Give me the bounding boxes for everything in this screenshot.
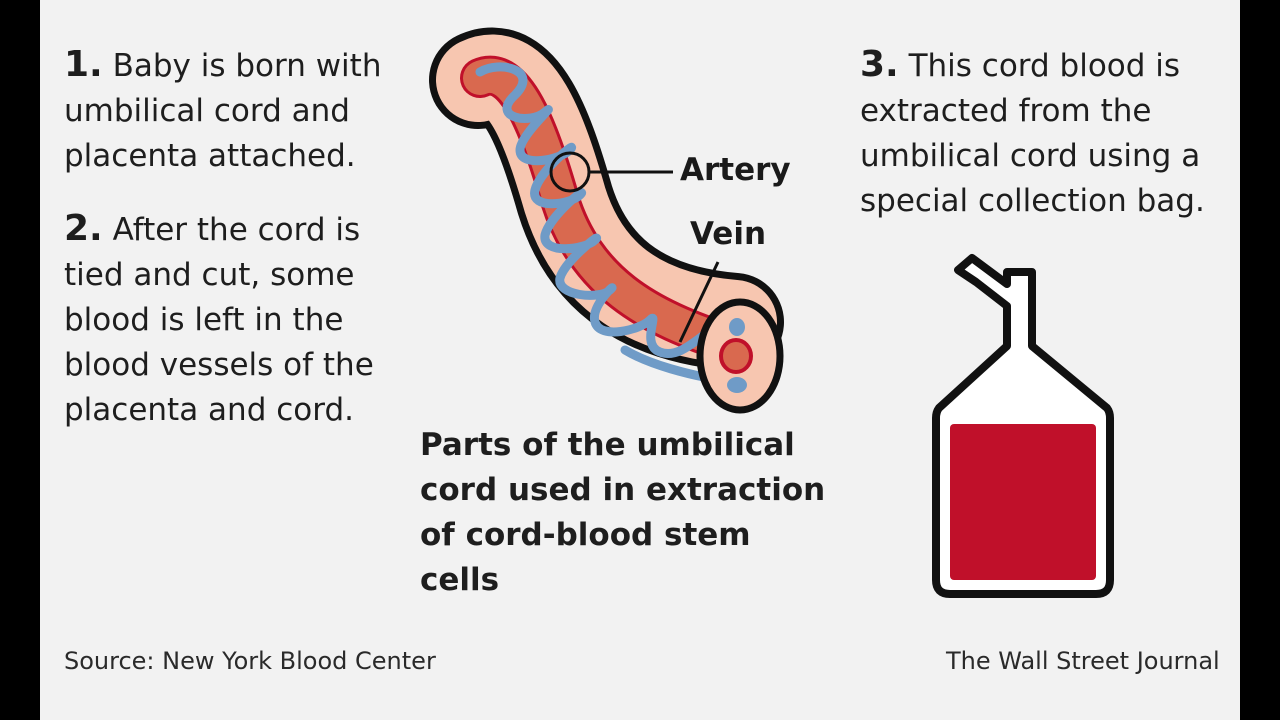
source-credit: Source: New York Blood Center [64, 647, 436, 675]
step-3-text: This cord blood is extracted from the um… [860, 48, 1205, 219]
vein-callout-line [678, 261, 720, 343]
step-1-number: 1. [64, 44, 103, 85]
collection-bag [932, 254, 1114, 598]
publisher-credit: The Wall Street Journal [946, 647, 1220, 675]
diagram-caption: Parts of the umbilical cord used in extr… [420, 427, 826, 598]
vein-label: Vein [690, 216, 767, 252]
step-1-text: Baby is born with umbilical cord and pla… [64, 48, 382, 174]
bag-blood [950, 424, 1096, 580]
cross-section-vein [719, 338, 753, 374]
step-3: 3. This cord blood is extracted from the… [860, 42, 1240, 224]
artery-label: Artery [680, 152, 791, 188]
step-2-number: 2. [64, 208, 103, 249]
step-1: 1. Baby is born with umbilical cord and … [64, 42, 404, 179]
cross-section-artery-bottom [727, 377, 747, 393]
cross-section-artery-top [729, 318, 745, 336]
step-2-text: After the cord is tied and cut, some blo… [64, 212, 374, 428]
step-2: 2. After the cord is tied and cut, some … [64, 206, 404, 433]
step-3-number: 3. [860, 44, 899, 85]
artery-coil [475, 62, 720, 359]
